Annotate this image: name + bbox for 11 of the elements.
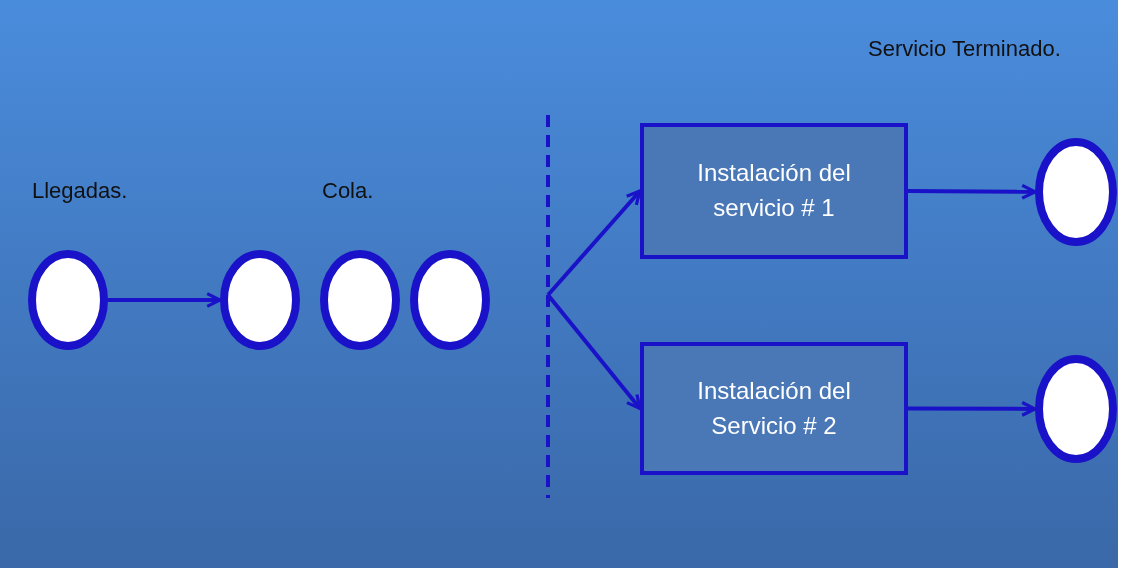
process-box xyxy=(640,342,908,475)
label: Llegadas. xyxy=(32,178,128,204)
arrow xyxy=(908,400,1037,417)
arrow xyxy=(546,189,642,297)
label: Servicio Terminado. xyxy=(868,36,1061,62)
box-label: Instalación del Servicio # 2 xyxy=(696,375,852,441)
box-label: Instalación del servicio # 1 xyxy=(696,158,852,223)
arrow xyxy=(108,292,222,308)
process-box xyxy=(640,123,908,259)
label: Cola. xyxy=(322,178,374,204)
arrow xyxy=(908,183,1037,200)
